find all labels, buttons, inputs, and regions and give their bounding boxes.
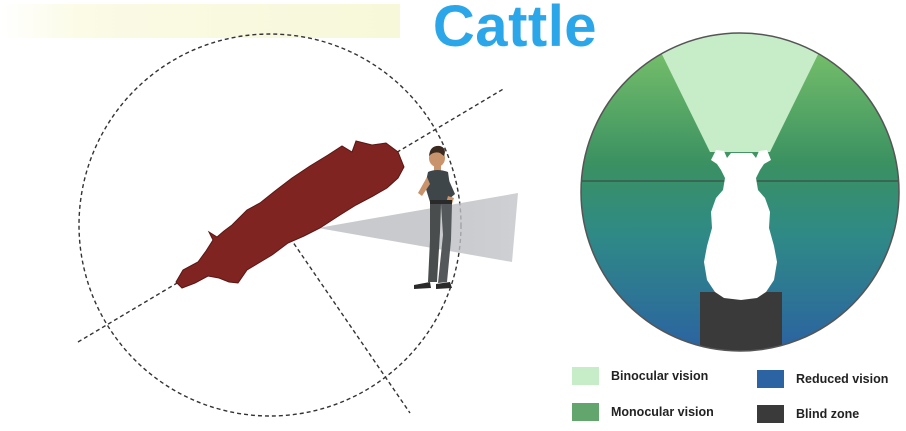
legend-swatch-blind: [757, 405, 784, 423]
legend-swatch-reduced: [757, 370, 784, 388]
legend-item-monocular: Monocular vision: [572, 403, 714, 421]
legend-label-blind: Blind zone: [796, 407, 859, 421]
legend-item-binocular: Binocular vision: [572, 367, 708, 385]
cow-silhouette: [176, 141, 404, 288]
legend-item-blind: Blind zone: [757, 405, 859, 423]
point-of-balance-line: [286, 232, 410, 413]
legend-label-monocular: Monocular vision: [611, 405, 714, 419]
legend-item-reduced: Reduced vision: [757, 370, 888, 388]
legend-label-reduced: Reduced vision: [796, 372, 888, 386]
legend-label-binocular: Binocular vision: [611, 369, 708, 383]
legend-swatch-monocular: [572, 403, 599, 421]
legend-swatch-binocular: [572, 367, 599, 385]
